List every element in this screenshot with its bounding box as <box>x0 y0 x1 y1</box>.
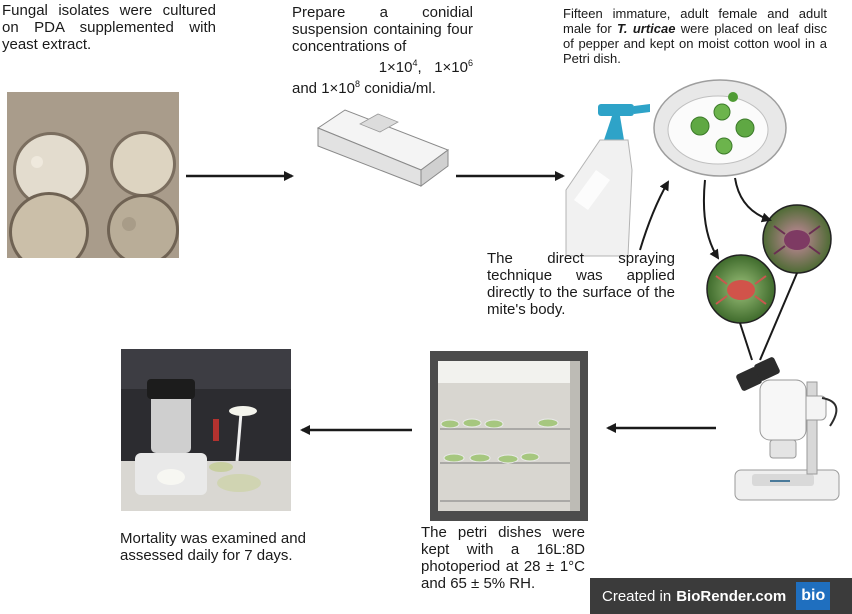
step2-conc-3: 1×10 <box>321 80 355 97</box>
mite-magnified-right <box>762 204 832 274</box>
step2-concentrations-row: 1×104, 1×106 <box>378 58 473 76</box>
step2-text-b: conidia/ml. <box>364 80 436 97</box>
step2-conc-2: 1×10 <box>434 59 468 76</box>
mite-magnified-left <box>706 254 776 324</box>
step2-exp-3: 8 <box>355 79 361 89</box>
step3-text-a: Fifteen immature, adult female and adult… <box>563 6 827 36</box>
microscope-lab-photo <box>121 349 291 511</box>
step2-text-a: Prepare a conidial suspension containing… <box>292 4 473 55</box>
step3-caption: Fifteen immature, adult female and adult… <box>563 6 827 66</box>
step1-caption: Fungal isolates were cultured on PDA sup… <box>2 2 216 53</box>
biorender-logo-icon: bio <box>796 582 831 610</box>
step2-conc-1: 1×10 <box>378 59 413 76</box>
incubation-caption: The petri dishes were kept with a 16L:8D… <box>421 524 585 592</box>
badge-brand-label: BioRender.com <box>676 587 787 605</box>
biorender-badge[interactable]: Created in BioRender.com bio <box>590 578 852 614</box>
step3-text-b: were placed on leaf disc of pepper and k… <box>563 21 827 66</box>
slide-illustration <box>316 109 450 187</box>
badge-created-label: Created in <box>602 587 672 605</box>
spray-caption: The direct spraying technique was applie… <box>487 250 675 318</box>
petri-dish-illustration <box>653 79 787 177</box>
mortality-caption: Mortality was examined and assessed dail… <box>120 530 306 564</box>
spray-bottle-illustration <box>565 104 650 257</box>
step3-species: T. urticae <box>616 21 676 36</box>
step2-exp-1: 4 <box>412 58 418 68</box>
incubator-photo <box>430 351 588 521</box>
microscope-illustration <box>734 357 840 501</box>
pda-plates-photo <box>7 92 179 258</box>
step2-caption: Prepare a conidial suspension containing… <box>292 4 473 97</box>
step2-and: and <box>292 80 318 97</box>
step2-exp-2: 6 <box>467 58 473 68</box>
